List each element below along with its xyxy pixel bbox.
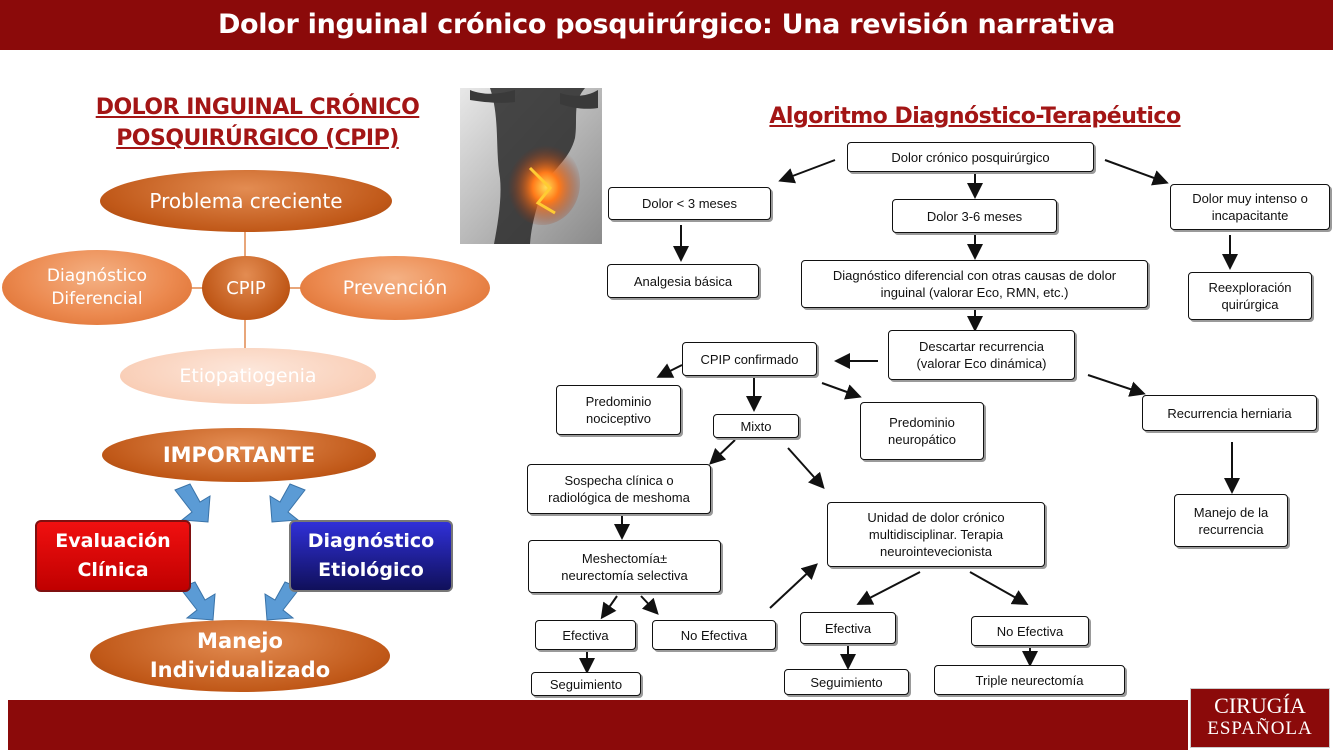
node-no-efectiva-1: No Efectiva <box>652 620 776 650</box>
evaluacion-line2: Clínica <box>77 559 149 581</box>
node-no-efectiva-2: No Efectiva <box>971 616 1089 646</box>
node-reexploracion: Reexploración quirúrgica <box>1188 272 1312 320</box>
node-diagnostico-diferencial: Diagnóstico diferencial con otras causas… <box>801 260 1148 308</box>
oval-diagnostico-line1: Diagnóstico <box>46 265 148 286</box>
evaluacion-clinica-box: Evaluación Clínica <box>35 520 191 592</box>
node-dolor-cronico: Dolor crónico posquirúrgico <box>847 142 1094 172</box>
node-efectiva-1: Efectiva <box>535 620 636 650</box>
oval-cpip: CPIP <box>202 256 290 320</box>
node-predominio-neuropatico: Predominio neuropático <box>860 402 984 460</box>
diagnostico-etiologico-box: Diagnóstico Etiológico <box>289 520 453 592</box>
node-recurrencia-herniaria: Recurrencia herniaria <box>1142 395 1317 431</box>
node-dolor-3-6: Dolor 3-6 meses <box>892 199 1057 233</box>
node-unidad-dolor: Unidad de dolor crónico multidisciplinar… <box>827 502 1045 567</box>
oval-diagnostico-line2: Diferencial <box>51 288 143 309</box>
node-seguimiento-2: Seguimiento <box>784 669 909 695</box>
manejo-line2: Individualizado <box>149 658 331 682</box>
oval-importante: IMPORTANTE <box>102 428 376 482</box>
oval-etiopatiogenia: Etiopatiogenia <box>120 348 376 404</box>
arrow-converge-left-icon <box>179 581 216 621</box>
algorithm-title: Algoritmo Diagnóstico-Terapéutico <box>769 104 1181 129</box>
node-sospecha-meshoma: Sospecha clínica o radiológica de meshom… <box>527 464 711 514</box>
logo-line1: CIRUGÍA <box>1214 693 1306 718</box>
page-title: Dolor inguinal crónico posquirúrgico: Un… <box>0 0 1333 50</box>
cirugia-espanola-logo: CIRUGÍA ESPAÑOLA <box>1190 688 1330 748</box>
footer-bar <box>8 700 1188 750</box>
logo-line2: ESPAÑOLA <box>1207 718 1313 739</box>
oval-problema-creciente: Problema creciente <box>100 170 392 232</box>
node-analgesia: Analgesia básica <box>607 264 759 298</box>
node-dolor-intenso: Dolor muy intenso o incapacitante <box>1170 184 1330 230</box>
node-efectiva-2: Efectiva <box>800 612 896 644</box>
manejo-line1: Manejo <box>197 629 283 653</box>
cpip-title-line1: DOLOR INGUINAL CRÓNICO <box>95 95 420 120</box>
node-mixto: Mixto <box>713 414 799 438</box>
node-manejo-recurrencia: Manejo de la recurrencia <box>1174 494 1288 547</box>
evaluacion-line1: Evaluación <box>55 530 171 552</box>
arrow-down-left-icon <box>174 483 211 523</box>
node-meshectomia: Meshectomía± neurectomía selectiva <box>528 540 721 593</box>
oval-diagnostico-diferencial: Diagnóstico Diferencial <box>2 250 192 325</box>
diagnostico-line2: Etiológico <box>318 559 424 581</box>
oval-manejo-individualizado: Manejo Individualizado <box>90 620 390 692</box>
node-descartar-recurrencia: Descartar recurrencia (valorar Eco dinám… <box>888 330 1075 380</box>
node-seguimiento-1: Seguimiento <box>531 672 641 696</box>
anatomy-illustration <box>460 88 602 244</box>
cpip-title-line2: POSQUIRÚRGICO (CPIP) <box>116 126 399 151</box>
oval-prevencion: Prevención <box>300 256 490 320</box>
node-cpip-confirmado: CPIP confirmado <box>682 342 817 376</box>
node-predominio-nociceptivo: Predominio nociceptivo <box>556 385 681 435</box>
diagnostico-line1: Diagnóstico <box>307 530 435 552</box>
arrow-down-right-icon <box>269 483 306 523</box>
node-triple-neurectomia: Triple neurectomía <box>934 665 1125 695</box>
node-dolor-menos-3: Dolor < 3 meses <box>608 187 771 220</box>
cpip-title: DOLOR INGUINAL CRÓNICO POSQUIRÚRGICO (CP… <box>60 92 455 154</box>
blue-arrows <box>174 483 306 621</box>
